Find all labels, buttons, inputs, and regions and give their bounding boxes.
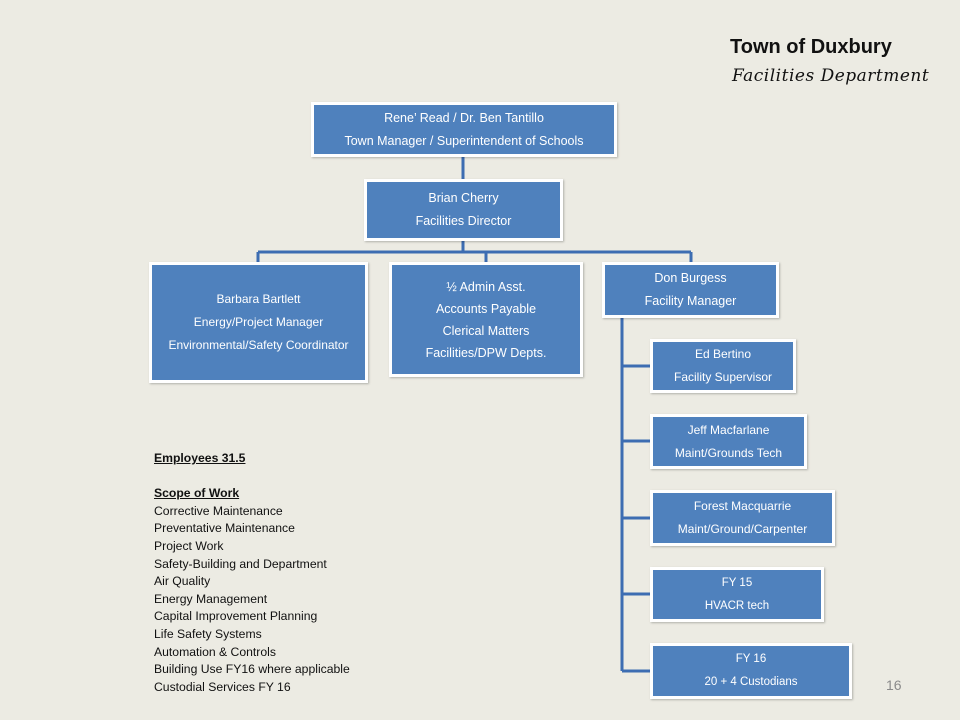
org-box-line: Don Burgess <box>654 271 727 285</box>
scope-item: Corrective Maintenance <box>154 503 283 518</box>
page-number: 16 <box>886 677 902 693</box>
org-box-line: Jeff Macfarlane <box>687 422 770 437</box>
org-box-line: Facilities/DPW Depts. <box>425 345 547 360</box>
org-box-name: Rene’ Read / Dr. Ben Tantillo <box>384 110 544 125</box>
scope-item: Capital Improvement Planning <box>154 609 318 624</box>
org-box-line: Maint/Ground/Carpenter <box>677 522 808 536</box>
org-box-admin-asst: ½ Admin Asst. Accounts Payable Clerical … <box>389 262 583 377</box>
org-box-macfarlane: Jeff Macfarlane Maint/Grounds Tech <box>650 414 807 469</box>
scope-item: Energy Management <box>154 591 268 606</box>
employees-count: Employees 31.5 <box>154 451 246 465</box>
org-box-line: Clerical Matters <box>442 323 530 338</box>
org-box-bertino: Ed Bertino Facility Supervisor <box>650 339 796 393</box>
org-box-role: Town Manager / Superintendent of Schools <box>344 133 584 148</box>
org-box-line: FY 15 <box>721 576 753 589</box>
org-box-line: Barbara Bartlett <box>216 292 301 306</box>
org-box-line: 20 + 4 Custodians <box>704 676 798 688</box>
page-title: Town of Duxbury <box>730 36 892 58</box>
org-box-name: Brian Cherry <box>428 191 499 205</box>
org-box-facilities-director: Brian Cherry Facilities Director <box>364 179 563 241</box>
org-box-line: Energy/Project Manager <box>193 315 324 329</box>
scope-item: Custodial Services FY 16 <box>154 679 291 694</box>
scope-heading: Scope of Work <box>154 486 240 501</box>
org-box-macquarrie: Forest Macquarrie Maint/Ground/Carpenter <box>650 490 835 546</box>
notes-spacer <box>154 468 350 486</box>
scope-item: Building Use FY16 where applicable <box>154 662 350 677</box>
org-box-line: ½ Admin Asst. <box>446 279 526 294</box>
org-box-line: Ed Bertino <box>694 347 752 361</box>
scope-item: Life Safety Systems <box>154 626 262 641</box>
org-box-burgess: Don Burgess Facility Manager <box>602 262 779 318</box>
org-box-line: Facility Supervisor <box>673 370 773 384</box>
org-box-hvacr: FY 15 HVACR tech <box>650 567 824 622</box>
scope-item: Air Quality <box>154 574 211 589</box>
org-box-line: Forest Macquarrie <box>693 499 792 513</box>
scope-item: Project Work <box>154 538 224 553</box>
org-box-line: FY 16 <box>735 653 767 665</box>
org-box-line: Accounts Payable <box>435 301 537 316</box>
org-box-line: Environmental/Safety Coordinator <box>168 338 349 352</box>
org-box-line: Maint/Grounds Tech <box>674 445 783 460</box>
scope-item: Preventative Maintenance <box>154 521 295 536</box>
page-subtitle: Facilities Department <box>732 66 930 86</box>
scope-item: Safety-Building and Department <box>154 556 327 571</box>
org-box-bartlett: Barbara Bartlett Energy/Project Manager … <box>149 262 368 383</box>
org-box-town-manager: Rene’ Read / Dr. Ben Tantillo Town Manag… <box>311 102 617 157</box>
scope-notes: Employees 31.5 Scope of Work Corrective … <box>154 450 350 696</box>
org-box-line: HVACR tech <box>704 599 770 612</box>
scope-item: Automation & Controls <box>154 644 276 659</box>
org-box-role: Facilities Director <box>415 214 512 228</box>
org-box-custodians: FY 16 20 + 4 Custodians <box>650 643 852 699</box>
org-box-line: Facility Manager <box>644 294 737 308</box>
